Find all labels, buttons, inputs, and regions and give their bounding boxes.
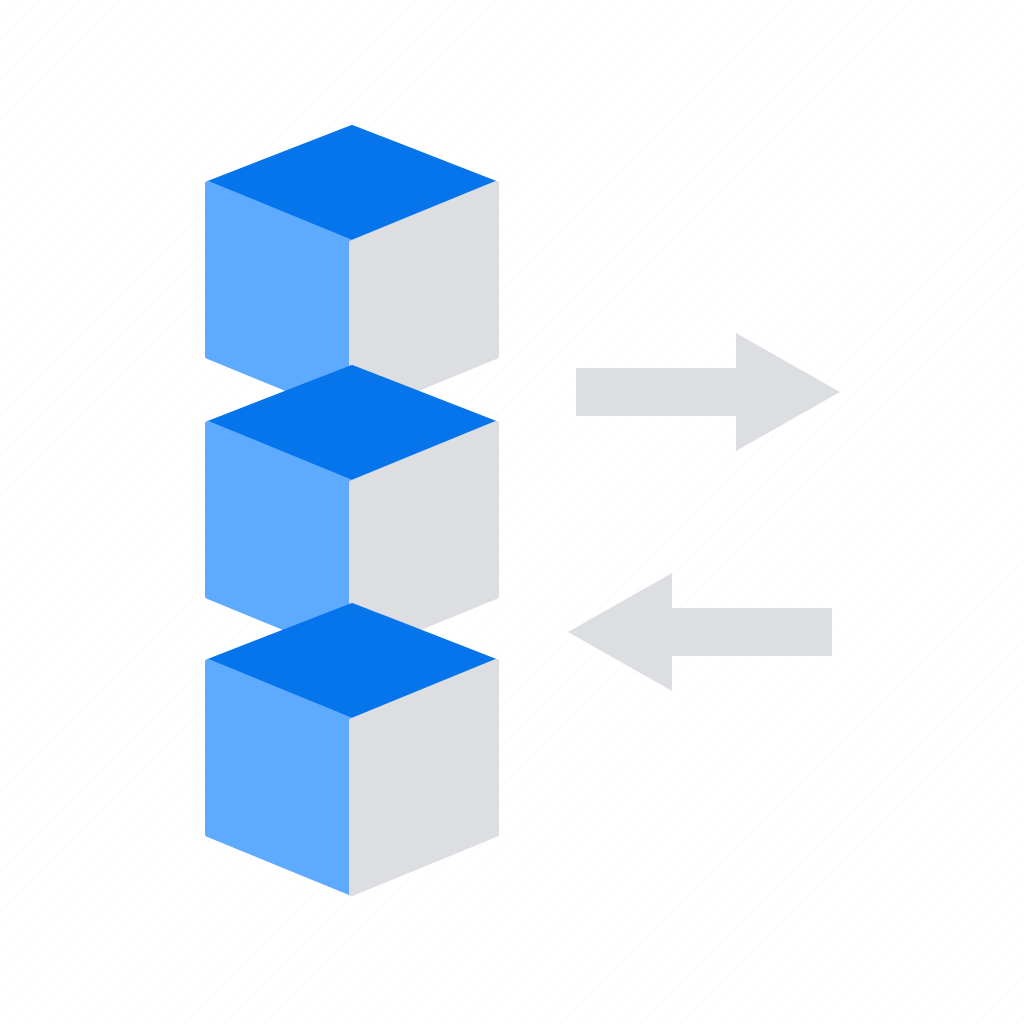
cube-right-face [349,421,499,658]
cube-right-face [349,659,499,896]
block-stack [205,125,499,896]
left-arrow-icon [568,573,832,691]
arrows-group [568,333,840,691]
bottom-block [205,603,499,896]
cube-right-face [349,181,499,418]
middle-block [205,365,499,658]
right-arrow-icon [576,333,840,451]
top-block [205,125,499,418]
